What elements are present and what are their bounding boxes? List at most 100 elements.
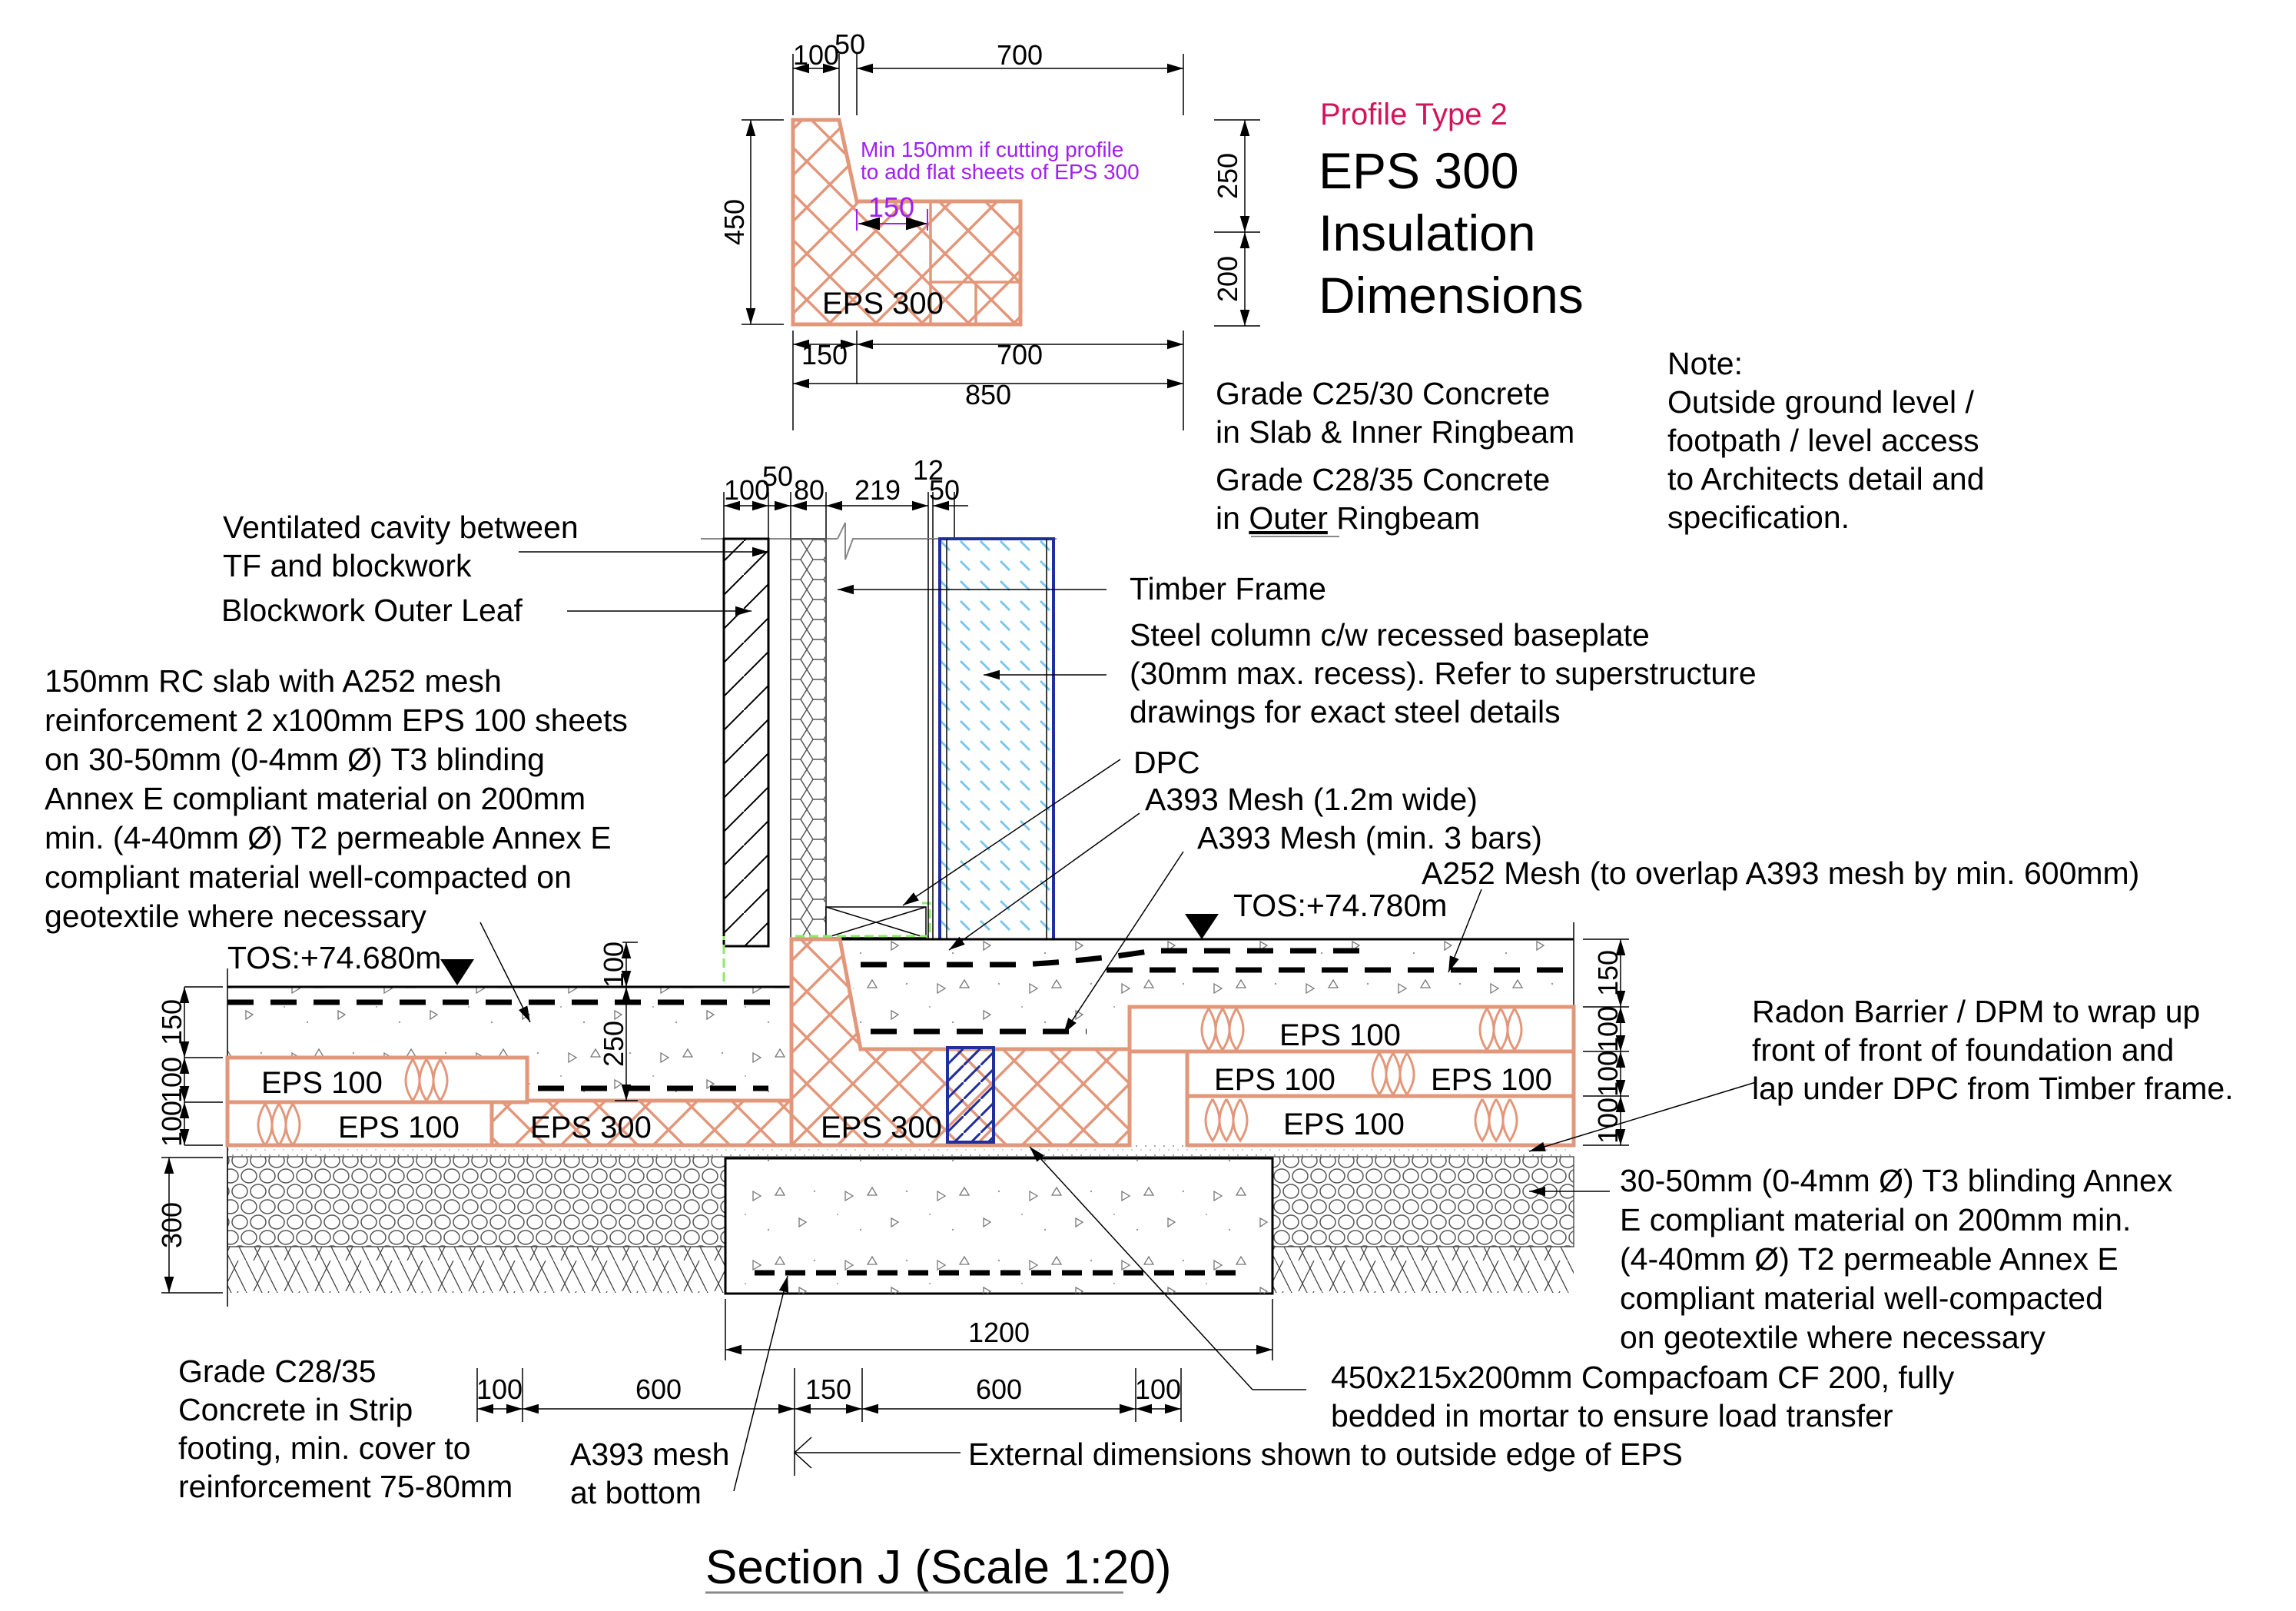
wall-dim-50: 50 <box>762 460 793 492</box>
blinding-layer <box>227 1145 1574 1157</box>
slab-note-line: 150mm RC slab with A252 mesh <box>45 663 502 699</box>
strip-footing-line: reinforcement 75-80mm <box>178 1469 513 1504</box>
profile-dim-50: 50 <box>834 28 865 60</box>
a393-bottom-line2: at bottom <box>570 1475 702 1510</box>
slab-note-line: Annex E compliant material on 200mm <box>45 781 586 816</box>
radon-note-line: lap under DPC from Timber frame. <box>1752 1071 2234 1106</box>
eps100-left-upper <box>225 1055 529 1104</box>
timber-frame-label: Timber Frame <box>1130 571 1326 606</box>
slab-note-line: reinforcement 2 x100mm EPS 100 sheets <box>45 703 628 738</box>
external-dims-note: External dimensions shown to outside edg… <box>968 1437 1683 1472</box>
concrete-outer-line1: Grade C28/35 Concrete <box>1216 462 1550 497</box>
a393-bottom-line1: A393 mesh <box>570 1437 729 1472</box>
eps-label: EPS 100 <box>1214 1063 1335 1097</box>
profile-block-label: EPS 300 <box>822 287 944 321</box>
steel-label-line2: (30mm max. recess). Refer to superstruct… <box>1130 656 1757 691</box>
left-dim-300: 300 <box>156 1202 187 1248</box>
slab-note: 150mm RC slab with A252 mesh reinforceme… <box>45 663 628 934</box>
slab-note-line: geotextile where necessary <box>45 899 426 934</box>
note-heading: Note: <box>1667 346 1743 381</box>
profile-dim-150: 150 <box>801 339 848 370</box>
right-dim-100c: 100 <box>1592 1098 1624 1144</box>
blockwork-label: Blockwork Outer Leaf <box>221 593 523 628</box>
eps-label: EPS 100 <box>1283 1108 1405 1141</box>
profile-type-label: Profile Type 2 <box>1320 98 1508 131</box>
blinding-note-line: (4-40mm Ø) T2 permeable Annex E <box>1620 1241 2118 1277</box>
note-line: Outside ground level / <box>1667 384 1974 420</box>
cut-note-line1: Min 150mm if cutting profile <box>861 138 1123 161</box>
insulation-joints <box>257 1008 1523 1148</box>
cavity-label-line2: TF and blockwork <box>223 548 472 583</box>
eps100-left-lower <box>225 1100 494 1148</box>
tos-left: TOS:+74.680m <box>227 940 441 975</box>
profile-dim-100: 100 <box>793 39 839 71</box>
level-marker-icon <box>1185 914 1219 939</box>
profile-title-line3: Dimensions <box>1319 267 1584 324</box>
compacfoam-block <box>946 1046 995 1144</box>
slab-note-line: compliant material well-compacted on <box>45 859 572 895</box>
radon-note-line: Radon Barrier / DPM to wrap up <box>1752 994 2200 1029</box>
note-line: specification. <box>1667 500 1850 535</box>
eps100-right-3 <box>1185 1094 1576 1148</box>
cavity-label-line1: Ventilated cavity between <box>223 510 579 545</box>
profile-dim-700-top: 700 <box>997 39 1043 71</box>
leader-lines <box>479 546 1757 1492</box>
a393-wide-label: A393 Mesh (1.2m wide) <box>1145 782 1478 817</box>
compacfoam-line2: bedded in mortar to ensure load transfer <box>1331 1398 1893 1433</box>
profile-title-line2: Insulation <box>1319 204 1536 261</box>
strip-footing-line: footing, min. cover to <box>178 1430 471 1466</box>
wall-dim-50b: 50 <box>929 474 960 506</box>
wall-dim-219: 219 <box>854 474 901 506</box>
blinding-note-line: 30-50mm (0-4mm Ø) T3 blinding Annex <box>1620 1163 2173 1198</box>
left-dim-100: 100 <box>156 1057 187 1103</box>
slab-note-line: min. (4-40mm Ø) T2 permeable Annex E <box>45 820 612 855</box>
profile-dim-700-bottom: 700 <box>997 339 1043 370</box>
profile-title-line1: EPS 300 <box>1319 142 1519 199</box>
eps-label: EPS 100 <box>338 1111 460 1144</box>
concrete-slab-line2: in Slab & Inner Ringbeam <box>1216 414 1574 450</box>
level-marker-icon <box>440 959 474 985</box>
blockwork-outer-leaf <box>722 537 770 948</box>
left-dim-100b: 100 <box>156 1101 187 1147</box>
wall-dim-12: 12 <box>913 454 944 486</box>
blinding-note: 30-50mm (0-4mm Ø) T3 blinding Annex E co… <box>1620 1163 2173 1355</box>
eps-label: EPS 300 <box>530 1111 652 1144</box>
note-line: footpath / level access <box>1667 423 1979 458</box>
timber-frame-column <box>938 537 1055 953</box>
profile-dim-200: 200 <box>1212 256 1243 302</box>
left-dim-150: 150 <box>156 999 187 1045</box>
profile-dim-250: 250 <box>1212 153 1243 199</box>
inner-dim-250: 250 <box>598 1021 629 1067</box>
compacfoam-line1: 450x215x200mm Compacfoam CF 200, fully <box>1331 1360 1955 1395</box>
radon-note-line: front of front of foundation and <box>1752 1032 2174 1068</box>
concrete-outer-line2: in Outer Ringbeam <box>1216 500 1480 536</box>
footing-width-1200: 1200 <box>968 1317 1030 1348</box>
bottom-dim-150: 150 <box>805 1374 851 1405</box>
slab-note-line: on 30-50mm (0-4mm Ø) T3 blinding <box>45 742 545 777</box>
inner-dim-100: 100 <box>598 942 629 988</box>
strip-footing-line: Concrete in Strip <box>178 1392 413 1427</box>
right-dim-100: 100 <box>1592 1006 1624 1052</box>
wall-dims <box>723 492 968 538</box>
a252-label: A252 Mesh (to overlap A393 mesh by min. … <box>1422 855 2139 891</box>
steel-label-line3: drawings for exact steel details <box>1130 694 1561 729</box>
bottom-dim-600b: 600 <box>976 1374 1022 1405</box>
wall-insulation <box>790 538 827 941</box>
eps-label: EPS 100 <box>1279 1018 1401 1052</box>
dpc-block <box>825 906 927 938</box>
steel-label-line1: Steel column c/w recessed baseplate <box>1130 617 1650 653</box>
eps-label: EPS 100 <box>1431 1063 1552 1097</box>
right-dim-100b: 100 <box>1592 1051 1624 1097</box>
bottom-dim-100: 100 <box>476 1374 523 1405</box>
wall-dim-100: 100 <box>724 474 770 506</box>
bottom-dims <box>476 1299 1273 1476</box>
radon-note: Radon Barrier / DPM to wrap up front of … <box>1752 994 2234 1106</box>
eps-label: EPS 300 <box>821 1111 942 1144</box>
dpc-label: DPC <box>1133 745 1200 780</box>
cut-note-line2: to add flat sheets of EPS 300 <box>861 160 1140 184</box>
eps100-right-1 <box>1127 1005 1576 1054</box>
concrete-slab-line1: Grade C25/30 Concrete <box>1216 376 1550 411</box>
strip-footing-line: Grade C28/35 <box>178 1354 377 1389</box>
wall-dim-80: 80 <box>794 474 825 506</box>
